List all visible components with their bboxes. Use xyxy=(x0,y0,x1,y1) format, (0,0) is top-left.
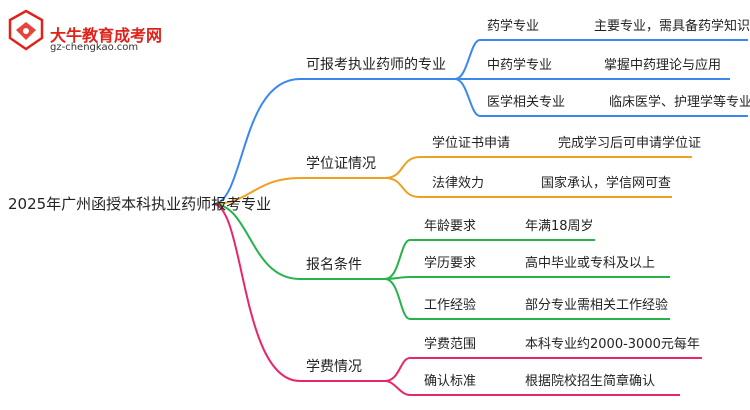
branch-4-label: 学费情况 xyxy=(306,359,362,375)
edge-b2-c2 xyxy=(384,177,421,198)
edge-b1-c3 xyxy=(454,78,481,117)
b3-item-2-name: 学历要求 xyxy=(424,256,477,271)
b1-item-3-desc: 临床医学、护理学等专业 xyxy=(609,95,750,110)
b2-item-2-desc: 国家承认，学信网可查 xyxy=(541,176,672,191)
edge-b2-c1 xyxy=(384,156,421,179)
logo-name: 大牛教育成考网 xyxy=(50,26,163,45)
b1-item-3-name: 医学相关专业 xyxy=(487,95,566,110)
edge-b4-c1 xyxy=(384,357,411,382)
b3-item-3-desc: 部分专业需相关工作经验 xyxy=(525,298,669,313)
logo-emblem-icon xyxy=(8,9,44,51)
b4-item-1-name: 学费范围 xyxy=(424,337,477,352)
edge-b1-c1 xyxy=(454,39,481,80)
b1-item-2-name: 中药学专业 xyxy=(487,58,553,73)
edge-b3-c3 xyxy=(384,278,411,320)
edge-root-branch-1 xyxy=(212,78,301,205)
logo-url: gz-chengkao.com xyxy=(50,42,139,53)
b4-item-2-name: 确认标准 xyxy=(424,374,477,389)
b2-item-1-desc: 完成学习后可申请学位证 xyxy=(558,136,702,151)
b3-item-1-name: 年龄要求 xyxy=(424,219,477,234)
branch-1-label: 可报考执业药师的专业 xyxy=(306,57,446,73)
b2-item-2-name: 法律效力 xyxy=(432,176,485,191)
branch-3-label: 报名条件 xyxy=(306,257,362,273)
site-logo: 大牛教育成考网 gz-chengkao.com xyxy=(6,8,176,54)
b3-item-2-desc: 高中毕业或专科及以上 xyxy=(525,256,656,271)
edge-root-branch-3 xyxy=(212,203,301,280)
edge-b3-c1 xyxy=(384,239,411,280)
b1-item-1-desc: 主要专业，需具备药学知识 xyxy=(594,19,750,34)
b2-item-1-name: 学位证书申请 xyxy=(432,136,511,151)
root-topic: 2025年广州函授本科执业药师报考专业 xyxy=(8,195,272,213)
b1-item-2-desc: 掌握中药理论与应用 xyxy=(604,58,722,73)
b3-item-1-desc: 年满18周岁 xyxy=(525,219,594,234)
edge-root-branch-2 xyxy=(212,177,301,205)
b4-item-1-desc: 本科专业约2000-3000元每年 xyxy=(525,337,700,352)
edge-b4-c2 xyxy=(384,380,411,396)
branch-2-label: 学位证情况 xyxy=(306,156,376,172)
b3-item-3-name: 工作经验 xyxy=(424,298,477,313)
b1-item-1-name: 药学专业 xyxy=(487,19,540,34)
edge-root-branch-4 xyxy=(212,203,301,382)
b4-item-2-desc: 根据院校招生简章确认 xyxy=(525,374,656,389)
